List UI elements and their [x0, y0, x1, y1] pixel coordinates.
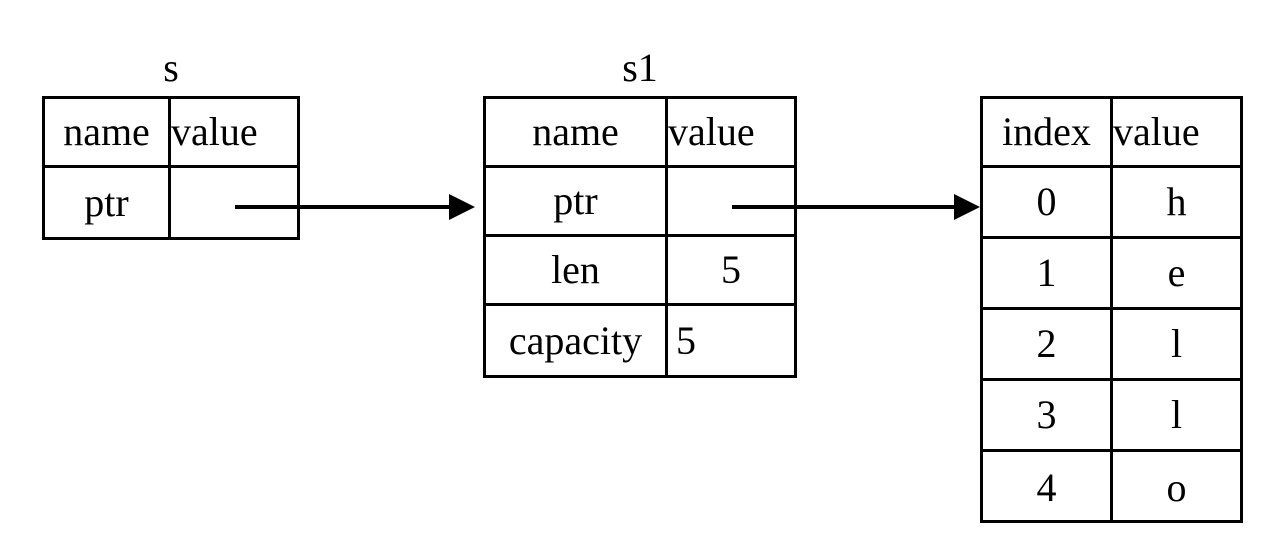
table-s1-cell-value-capacity: 5 — [676, 317, 696, 363]
table-s1-cell-name-len: len — [486, 237, 668, 303]
table-s1-row-len: len 5 — [486, 237, 794, 306]
table-buffer-row-2: 2 l — [983, 310, 1240, 381]
arrow-s-ptr-to-s1-head — [449, 194, 475, 220]
table-buffer-cell-index-2: 2 — [983, 310, 1113, 378]
table-s1: name value ptr len 5 capacity — [483, 96, 797, 378]
table-buffer-cell-index-3: 3 — [983, 381, 1113, 449]
table-buffer-row-0: 0 h — [983, 168, 1240, 239]
arrow-s-ptr-to-s1-line — [235, 205, 449, 209]
table-buffer-header-value: value — [1113, 109, 1200, 154]
arrow-s1-ptr-to-buffer-head — [954, 194, 980, 220]
table-s-cell-name-ptr: ptr — [45, 168, 171, 237]
table-buffer-row-3: 3 l — [983, 381, 1240, 452]
table-buffer-cell-value-1: e — [1167, 250, 1186, 295]
table-s1-caption: s1 — [622, 45, 658, 90]
table-s1-cell-name-ptr: ptr — [486, 168, 668, 234]
table-s-row-ptr: ptr — [45, 168, 297, 237]
table-s1-cell-value-ptr — [668, 168, 794, 234]
table-buffer-cell-value-4: o — [1166, 464, 1187, 510]
table-s-header-value: value — [171, 109, 258, 154]
table-s1-cell-name-capacity: capacity — [486, 306, 668, 375]
table-s-header-name: name — [45, 99, 171, 165]
table-s1-header-row: name value — [486, 99, 794, 168]
table-buffer-row-1: 1 e — [983, 239, 1240, 310]
table-buffer-header-index: index — [983, 99, 1113, 165]
table-buffer-row-4: 4 o — [983, 452, 1240, 523]
table-s-cell-value-ptr — [171, 168, 297, 237]
table-buffer-header-row: index value — [983, 99, 1240, 168]
table-s: name value ptr — [42, 96, 300, 240]
table-buffer-cell-value-2: l — [1170, 321, 1183, 366]
table-buffer: index value 0 h 1 e 2 — [980, 96, 1243, 523]
table-buffer-cell-value-3: l — [1170, 392, 1183, 437]
table-s1-header-value: value — [668, 109, 755, 154]
table-s-caption: s — [163, 45, 179, 90]
table-s-header-row: name value — [45, 99, 297, 168]
table-s1-header-name: name — [486, 99, 668, 165]
table-buffer-cell-value-0: h — [1166, 179, 1187, 224]
table-buffer-cell-index-0: 0 — [983, 168, 1113, 236]
table-s1-row-ptr: ptr — [486, 168, 794, 237]
table-s1-cell-value-len: 5 — [721, 247, 741, 292]
table-buffer-cell-index-4: 4 — [983, 452, 1113, 523]
table-buffer-cell-index-1: 1 — [983, 239, 1113, 307]
arrow-s1-ptr-to-buffer-line — [732, 205, 954, 209]
table-s1-row-capacity: capacity 5 — [486, 306, 794, 375]
